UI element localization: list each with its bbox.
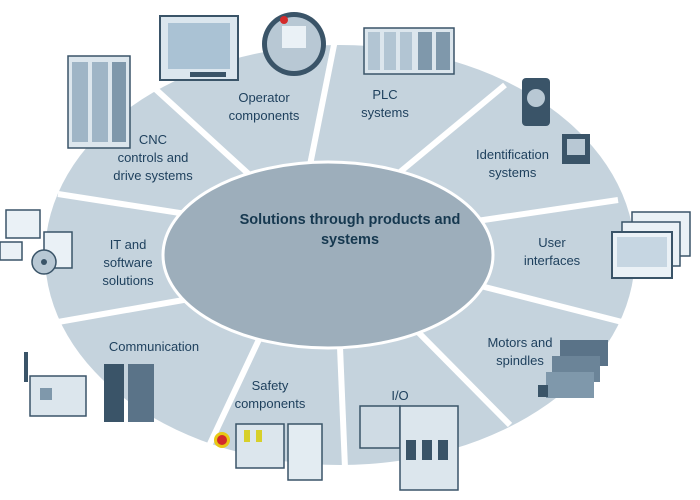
operator-panel-icon xyxy=(159,15,239,81)
rfid-reader-icon xyxy=(522,78,590,164)
divider-line xyxy=(205,331,265,450)
cnc-controls-label: CNC controls and drive systems xyxy=(113,132,193,183)
cnc-cabinet-icon xyxy=(67,55,131,149)
divider-line xyxy=(337,346,348,469)
it-software-solutions-label: IT and software solutions xyxy=(102,237,154,288)
motors-spindles-label: Motors and spindles xyxy=(487,335,553,368)
operator-components-label: Operator components xyxy=(228,90,300,123)
hmi-screens-icon xyxy=(611,211,691,279)
io-label: I/O xyxy=(391,388,409,403)
network-devices-icon xyxy=(24,352,154,422)
user-interfaces-label: User interfaces xyxy=(523,235,581,268)
servo-motors-icon xyxy=(538,340,608,398)
center-label: Solutions through products and systems xyxy=(239,212,461,248)
safety-components-label: Safety components xyxy=(234,378,306,411)
handheld-terminal-icon xyxy=(262,12,326,76)
plc-rack-icon xyxy=(363,27,455,75)
safety-modules-icon xyxy=(214,423,323,481)
it-software-icon xyxy=(0,209,73,275)
io-modules-icon xyxy=(359,405,459,491)
divider-line xyxy=(137,72,256,181)
divider-line xyxy=(398,82,507,175)
divider-line xyxy=(307,39,338,166)
identification-systems-label: Identification systems xyxy=(476,147,549,180)
divider-line xyxy=(469,197,619,225)
divider-line xyxy=(415,329,513,428)
divider-line xyxy=(464,279,623,325)
plc-systems-label: PLC systems xyxy=(361,87,409,120)
communication-label: Communication xyxy=(108,339,200,354)
center-ellipse xyxy=(161,160,495,350)
